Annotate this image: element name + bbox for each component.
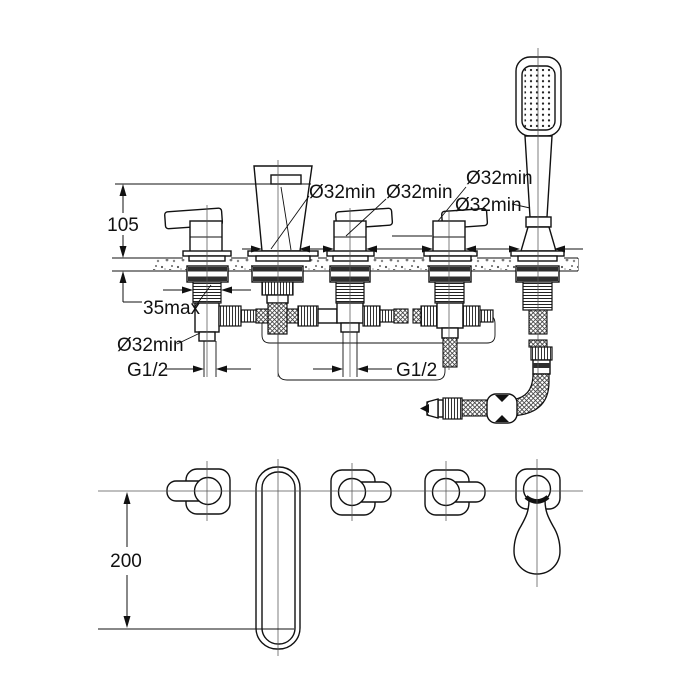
plan-view: 200 xyxy=(98,459,583,656)
spout xyxy=(247,165,319,335)
spout-hose-tail xyxy=(267,302,288,335)
centerlines xyxy=(206,48,539,396)
dim-hole-left-label: Ø32min xyxy=(117,335,184,356)
dim-hole-shower-label: Ø32min xyxy=(455,195,522,216)
shower-holder-cone xyxy=(520,226,557,252)
dimensions: 105 35max Ø32min G1/2 Ø32min Ø32min Ø32m… xyxy=(107,168,583,381)
plan-dimension: 200 xyxy=(98,492,294,630)
threaded-shank xyxy=(522,281,553,311)
dim-200-label: 200 xyxy=(110,551,142,572)
dim-hole-middle-label: Ø32min xyxy=(386,182,453,203)
leader-valve-right xyxy=(437,186,467,222)
deck-section xyxy=(153,257,579,272)
threaded-shank xyxy=(434,281,465,304)
elevation-view: 105 35max Ø32min G1/2 Ø32min Ø32min Ø32m… xyxy=(107,48,583,424)
hose-body xyxy=(486,393,518,424)
valve-right xyxy=(423,207,494,368)
leader-shank-left xyxy=(176,332,201,345)
dim-thread-middle-label: G1/2 xyxy=(396,360,437,381)
hose-route-line-2 xyxy=(277,334,446,381)
dim-hole-spout-label: Ø32min xyxy=(309,182,376,203)
plan-centerlines xyxy=(98,459,583,656)
leader-spout xyxy=(270,195,310,250)
leader-deck-thickness xyxy=(193,284,212,309)
dim-thread-left-label: G1/2 xyxy=(127,360,168,381)
leader-shower xyxy=(511,203,531,209)
spout-mouth xyxy=(270,174,302,185)
spray-face xyxy=(524,69,553,127)
leader-valve-middle xyxy=(345,198,387,237)
dim-105-label: 105 xyxy=(107,215,139,236)
hand-shower xyxy=(420,56,565,424)
dim-hole-right-label: Ø32min xyxy=(466,168,533,189)
dim-35max-label: 35max xyxy=(143,298,201,319)
